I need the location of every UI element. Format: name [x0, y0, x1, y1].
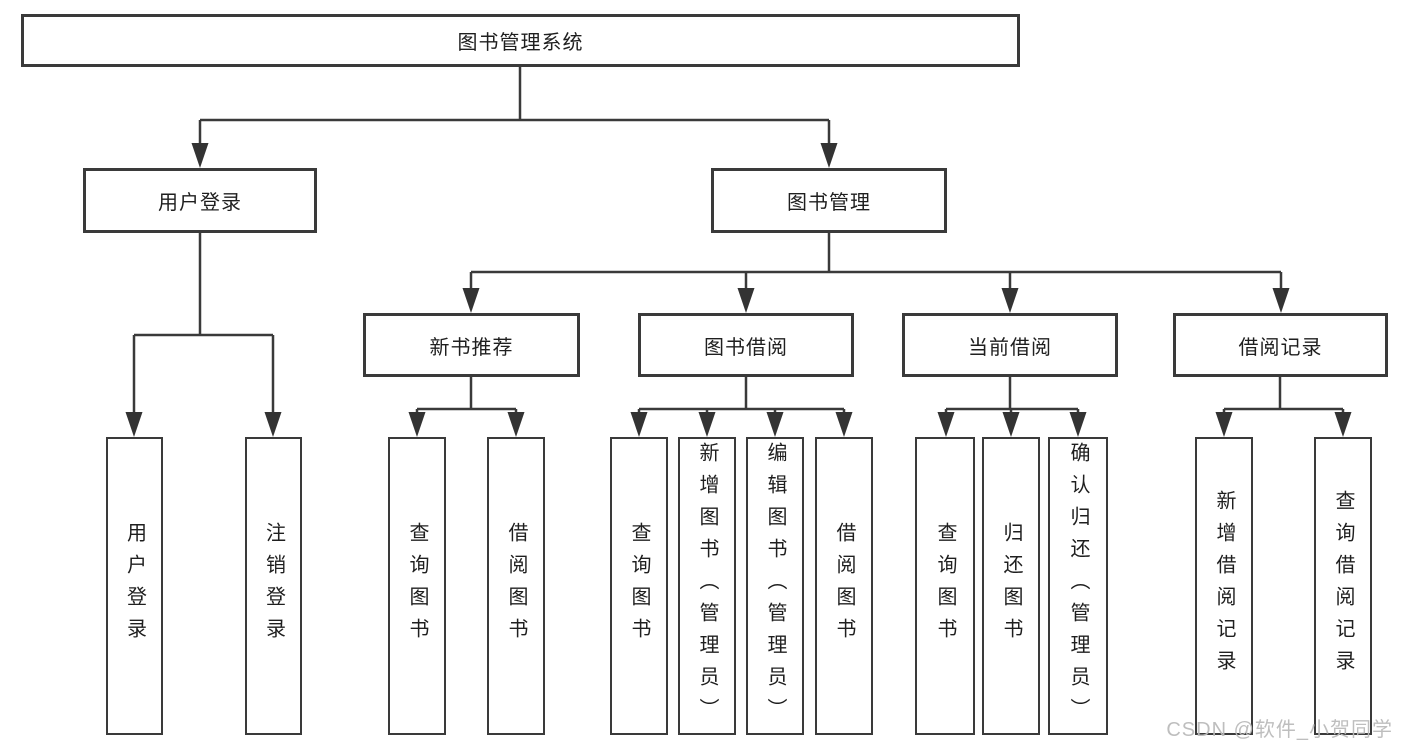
- leaf-edit-book-admin: 编辑图书（管理员）: [746, 437, 804, 735]
- connector-book-management: [462, 233, 1290, 313]
- node-borrow-records: 借阅记录: [1173, 313, 1388, 377]
- connector-user-login: [125, 233, 282, 437]
- node-book-management: 图书管理: [711, 168, 947, 233]
- node-current-borrowing: 当前借阅: [902, 313, 1118, 377]
- arrowhead: [630, 412, 648, 437]
- arrowhead: [462, 288, 480, 313]
- leaf-query-books-recommend: 查询图书: [388, 437, 446, 735]
- arrowhead: [1215, 412, 1233, 437]
- arrowhead: [835, 412, 853, 437]
- connector-current-borrowing: [937, 377, 1087, 437]
- leaf-query-books-borrowing: 查询图书: [610, 437, 668, 735]
- arrowhead: [1069, 412, 1087, 437]
- connector-borrow-records: [1215, 377, 1352, 437]
- leaf-return-books: 归还图书: [982, 437, 1040, 735]
- leaf-logout: 注销登录: [245, 437, 302, 735]
- connector-book-borrowing: [630, 377, 853, 437]
- arrowhead: [820, 143, 838, 168]
- arrowhead: [1002, 412, 1020, 437]
- arrowhead: [1001, 288, 1019, 313]
- leaf-query-books-current: 查询图书: [915, 437, 975, 735]
- arrowhead: [1272, 288, 1290, 313]
- connector-root: [191, 67, 838, 168]
- leaf-borrow-books-recommend: 借阅图书: [487, 437, 545, 735]
- connector-new-book-recommend: [408, 377, 525, 437]
- node-new-book-recommend: 新书推荐: [363, 313, 580, 377]
- leaf-add-borrow-record: 新增借阅记录: [1195, 437, 1253, 735]
- arrowhead: [698, 412, 716, 437]
- node-user-login: 用户登录: [83, 168, 317, 233]
- arrowhead: [125, 412, 143, 437]
- node-book-borrowing: 图书借阅: [638, 313, 854, 377]
- node-root: 图书管理系统: [21, 14, 1020, 67]
- arrowhead: [191, 143, 209, 168]
- leaf-confirm-return-admin: 确认归还（管理员）: [1048, 437, 1108, 735]
- arrowhead: [264, 412, 282, 437]
- leaf-add-book-admin: 新增图书（管理员）: [678, 437, 736, 735]
- arrowhead: [937, 412, 955, 437]
- arrowhead: [1334, 412, 1352, 437]
- arrowhead: [766, 412, 784, 437]
- arrowhead: [408, 412, 426, 437]
- leaf-query-borrow-record: 查询借阅记录: [1314, 437, 1372, 735]
- leaf-user-login: 用户登录: [106, 437, 163, 735]
- leaf-borrow-books-borrowing: 借阅图书: [815, 437, 873, 735]
- arrowhead: [737, 288, 755, 313]
- arrowhead: [507, 412, 525, 437]
- watermark: CSDN @软件_小贺同学: [1166, 719, 1393, 741]
